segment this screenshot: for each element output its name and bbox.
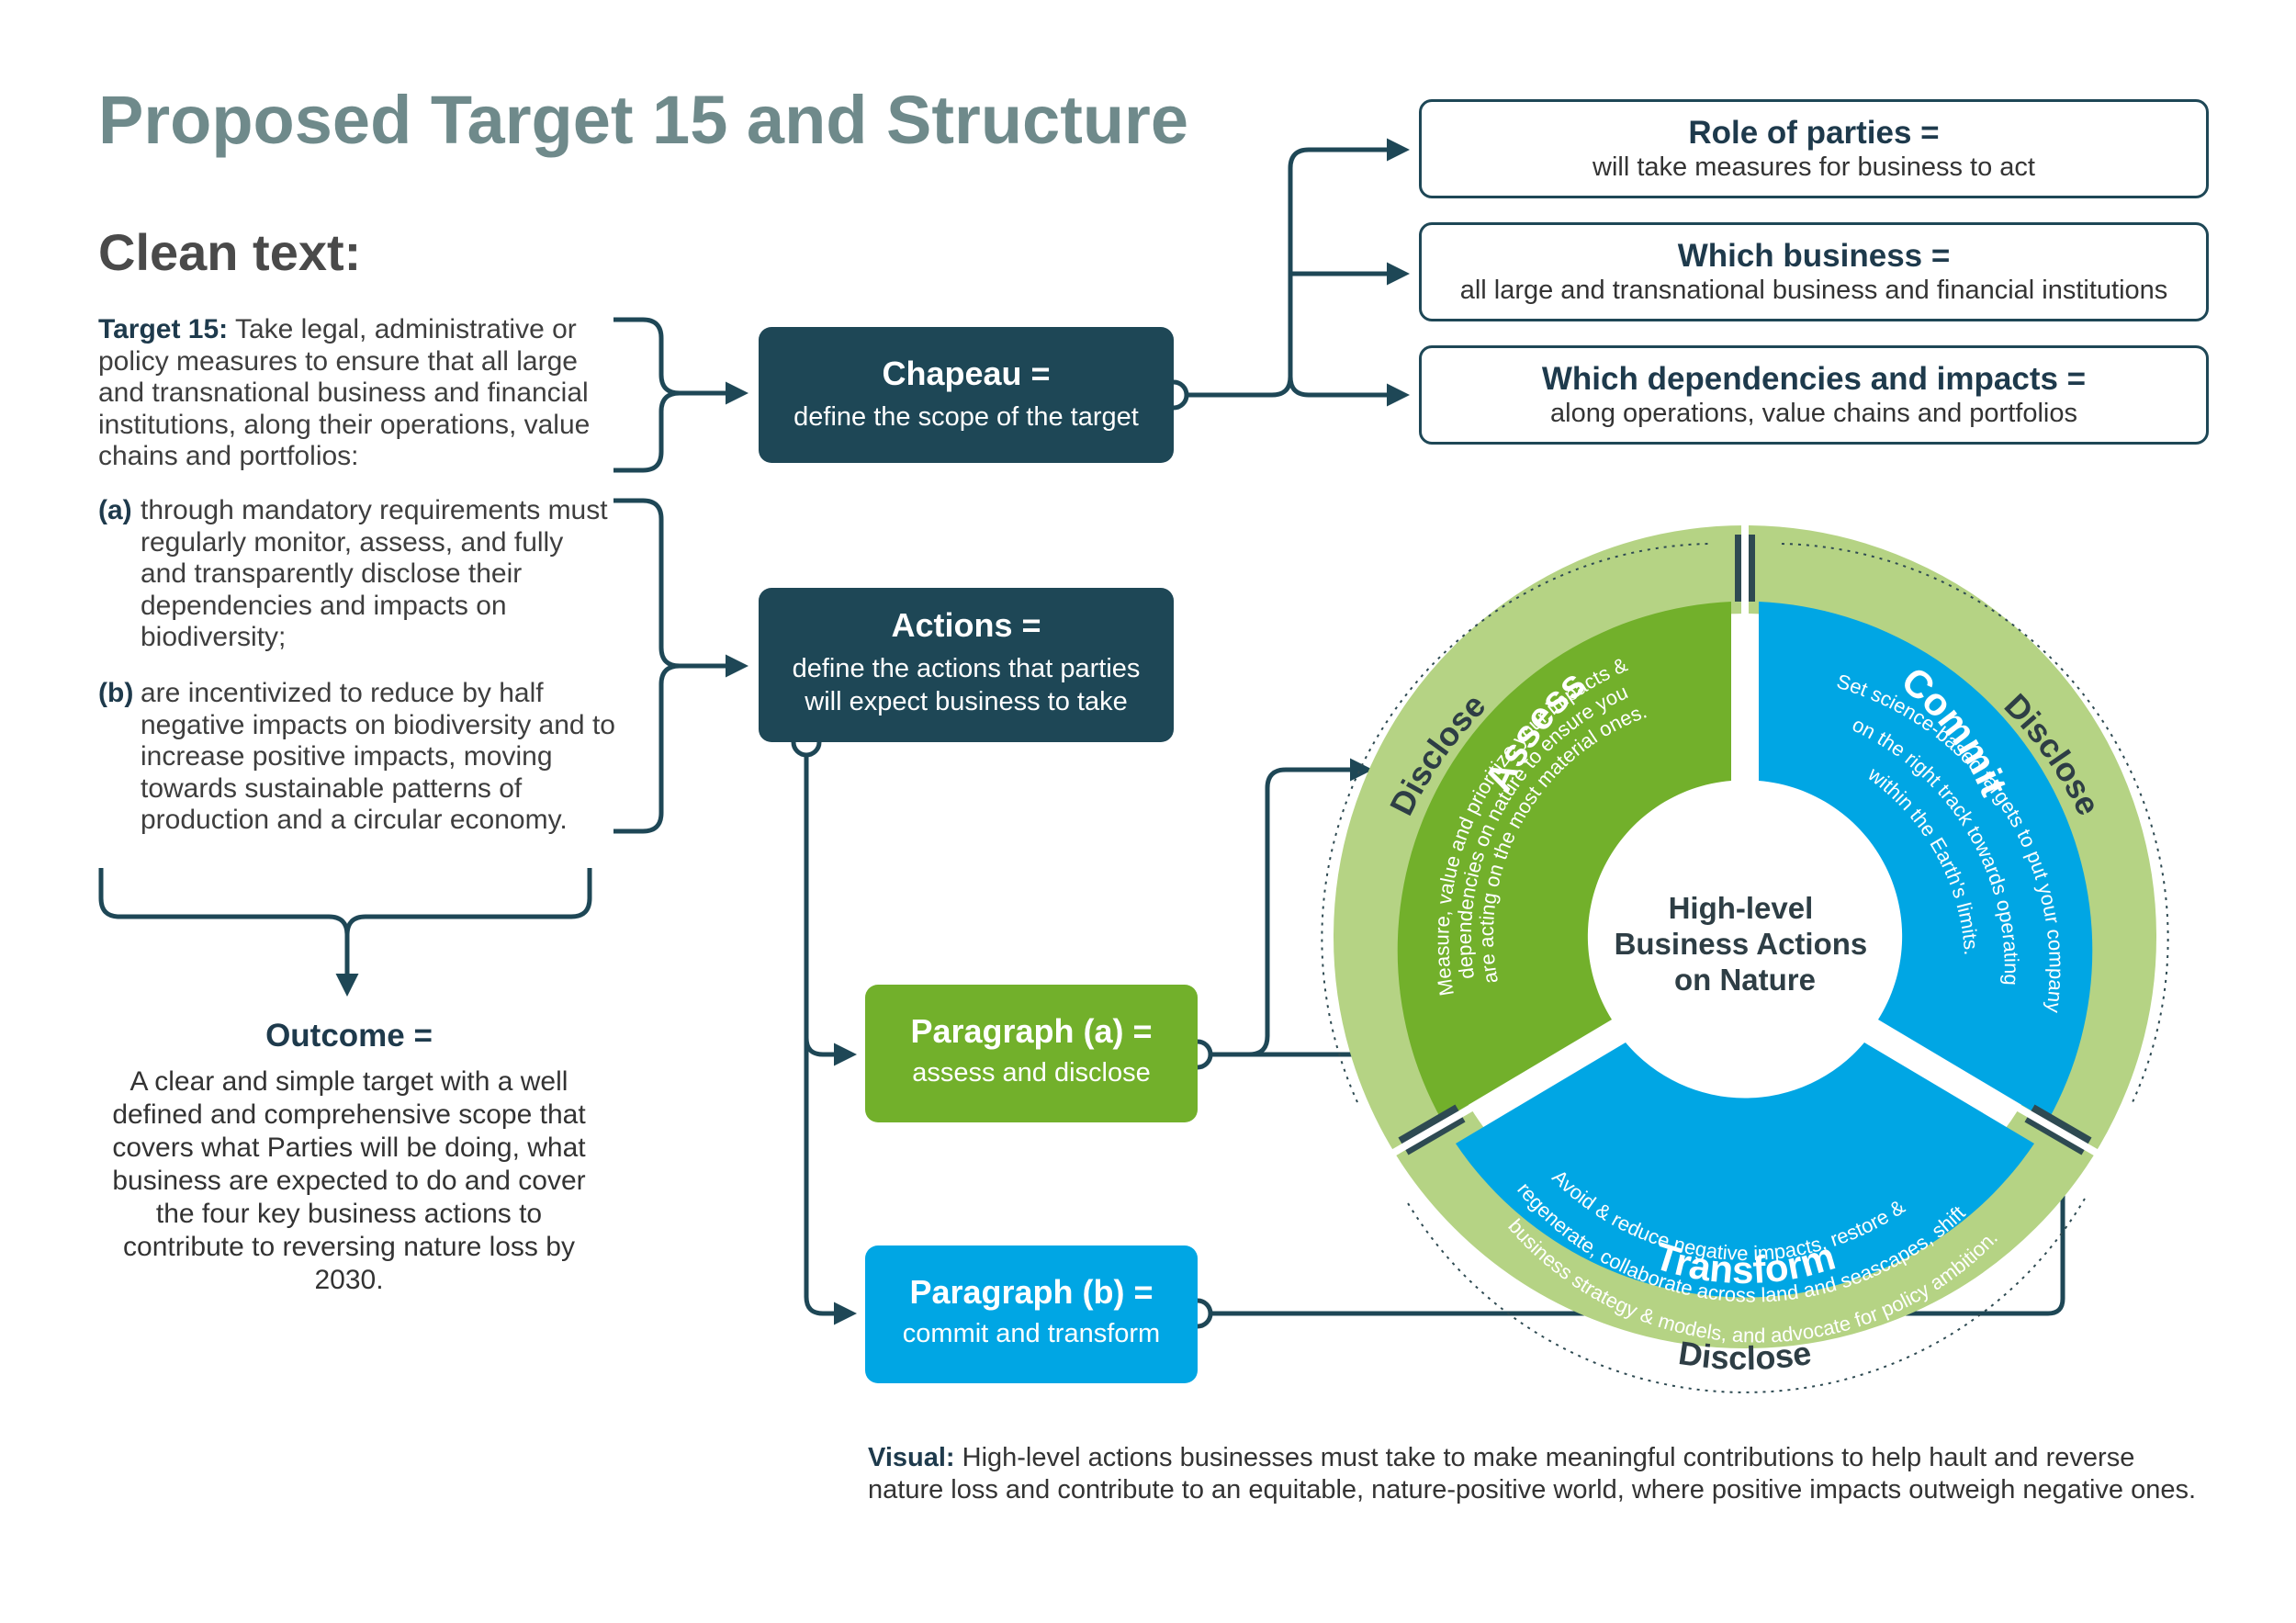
paragraph-b-box: Paragraph (b) = commit and transform xyxy=(865,1245,1198,1383)
paragraph-a-sub: assess and disclose xyxy=(912,1058,1151,1088)
paragraph-b-heading: Paragraph (b) = xyxy=(909,1273,1154,1311)
paragraph-b-sub: commit and transform xyxy=(902,1319,1161,1348)
dependencies-impacts-box: Which dependencies and impacts = along o… xyxy=(1419,345,2209,445)
clean-text-heading: Clean text: xyxy=(98,223,362,281)
paragraph-a-label: (a) xyxy=(98,495,132,525)
paragraph-b-item: (b) are incentivized to reduce by half n… xyxy=(98,678,640,837)
which-business-heading: Which business = xyxy=(1677,238,1951,274)
paragraph-b-label: (b) xyxy=(98,678,134,708)
paragraph-b-text: are incentivized to reduce by half negat… xyxy=(141,678,615,835)
transform-segment xyxy=(1456,1043,2034,1298)
target-body: Take legal, administrative or policy mea… xyxy=(98,314,591,471)
commit-segment xyxy=(1759,602,2093,1121)
caption-text: High-level actions businesses must take … xyxy=(868,1443,2197,1505)
wheel-center-line-3: on Nature xyxy=(1674,963,1816,997)
actions-sub: define the actions that parties will exp… xyxy=(792,654,1141,716)
wheel-center-line-2: Business Actions xyxy=(1615,927,1868,961)
which-business-sub: all large and transnational business and… xyxy=(1459,276,2168,305)
page-title: Proposed Target 15 and Structure xyxy=(98,82,1188,158)
outcome-heading: Outcome = xyxy=(265,1018,433,1054)
wheel-center-line-1: High-level xyxy=(1669,891,1814,925)
chapeau-box: Chapeau = define the scope of the target xyxy=(759,327,1174,463)
disclose-label-bottom: Disclose xyxy=(1676,1334,1814,1377)
actions-heading: Actions = xyxy=(891,606,1041,644)
chapeau-sub: define the scope of the target xyxy=(793,402,1139,432)
svg-text:Disclose: Disclose xyxy=(1676,1334,1814,1377)
target-text: Target 15: Take legal, administrative or… xyxy=(98,314,622,473)
outcome-text: A clear and simple target with a well de… xyxy=(112,1066,586,1295)
role-of-parties-box: Role of parties = will take measures for… xyxy=(1419,99,2209,198)
caption-label: Visual: xyxy=(868,1443,955,1472)
dependencies-impacts-heading: Which dependencies and impacts = xyxy=(1541,361,2087,397)
role-of-parties-heading: Role of parties = xyxy=(1688,115,1940,151)
paragraph-a-heading: Paragraph (a) = xyxy=(910,1012,1153,1050)
target-label: Target 15: xyxy=(98,314,229,344)
paragraph-a-item: (a) through mandatory requirements must … xyxy=(98,495,613,654)
actions-box: Actions = define the actions that partie… xyxy=(759,588,1174,742)
svg-text:High-level Business Action: High-level Business Actions on Nature xyxy=(1615,891,1876,997)
business-actions-wheel: High-level Business Actions on Nature As… xyxy=(1321,514,2169,1393)
which-business-box: Which business = all large and transnati… xyxy=(1419,222,2209,321)
role-of-parties-sub: will take measures for business to act xyxy=(1593,152,2035,182)
visual-caption: Visual: High-level actions businesses mu… xyxy=(868,1442,2200,1506)
dependencies-impacts-sub: along operations, value chains and portf… xyxy=(1550,399,2077,428)
paragraph-a-text: through mandatory requirements must regu… xyxy=(141,495,608,652)
assess-segment xyxy=(1397,602,1731,1121)
paragraph-a-box: Paragraph (a) = assess and disclose xyxy=(865,985,1198,1122)
chapeau-heading: Chapeau = xyxy=(882,355,1051,392)
